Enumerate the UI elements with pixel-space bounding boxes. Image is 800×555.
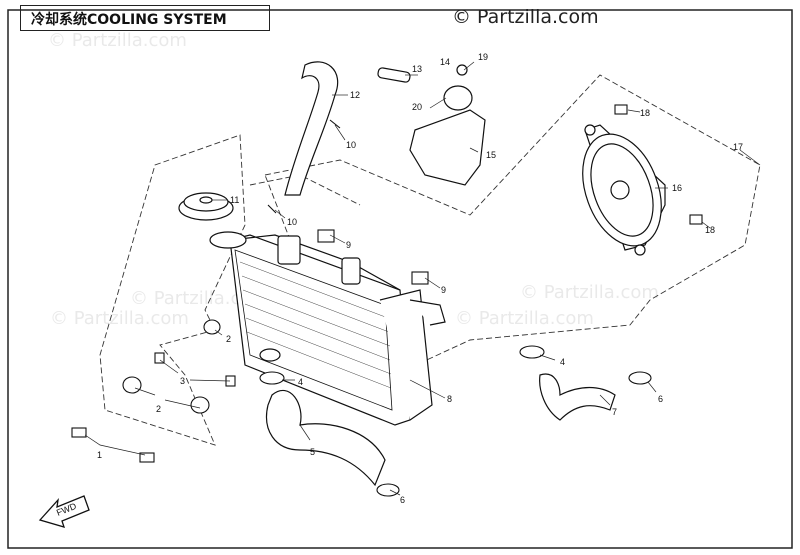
callout-5: 5 [310, 447, 315, 457]
callout-7: 7 [612, 407, 617, 417]
callout-6b: 6 [658, 394, 663, 404]
lower-hose [266, 389, 386, 487]
callout-2: 2 [226, 334, 231, 344]
leader-lines [84, 61, 761, 496]
radiator-side-tank [229, 234, 411, 426]
callout-20: 20 [412, 102, 422, 112]
partzilla-watermark-faded: © Partzilla.com [48, 30, 187, 51]
callout-18: 18 [640, 108, 650, 118]
partzilla-watermark-faded: © Partzilla.com [520, 282, 659, 303]
radiator-upper-outlet [409, 299, 446, 326]
partzilla-watermark-main: © Partzilla.com [452, 6, 599, 28]
radiator-lower-outlet [259, 348, 281, 362]
callout-12: 12 [350, 90, 360, 100]
callout-10: 10 [346, 140, 356, 150]
callout-1: 1 [97, 450, 102, 460]
callout-8: 8 [447, 394, 452, 404]
coolant-reservoir [377, 64, 486, 186]
callout-4: 4 [298, 377, 303, 387]
callout-15: 15 [486, 150, 496, 160]
callout-9: 9 [346, 240, 351, 250]
callout-17: 17 [733, 142, 743, 152]
callout-14: 14 [440, 57, 450, 67]
callout-13: 13 [412, 64, 422, 74]
clamp-4b [519, 345, 545, 359]
grommet-2b [122, 376, 142, 394]
upper-hose [284, 61, 339, 196]
diagram-title: 冷却系统COOLING SYSTEM [31, 12, 227, 28]
callout-numbers: 1 2 2 3 4 4 5 6 6 7 8 9 9 10 10 11 12 13… [97, 52, 743, 505]
radiator [209, 231, 446, 426]
callout-11: 11 [230, 195, 239, 205]
bolt-18 [614, 104, 628, 115]
callout-19: 19 [478, 52, 488, 62]
bracket-9b [411, 271, 429, 285]
clip-10 [267, 119, 341, 214]
radiator-cap [178, 192, 234, 221]
bolt-1 [71, 427, 87, 438]
clamp-6b [628, 371, 652, 385]
radiator-bracket-right [341, 257, 361, 285]
grommet-2c [190, 396, 210, 414]
fan-assembly [582, 124, 666, 256]
partzilla-watermark-faded: © Partzilla.com [50, 308, 189, 329]
callout-3: 3 [180, 376, 185, 386]
callout-6: 6 [400, 495, 405, 505]
partzilla-watermark-faded: © Partzilla.com [130, 288, 269, 309]
callout-10b: 10 [287, 217, 297, 227]
clamp-4 [259, 371, 285, 385]
callout-2b: 2 [156, 404, 161, 414]
callout-16: 16 [672, 183, 682, 193]
radiator-filler-neck [209, 231, 247, 249]
collar-3 [154, 352, 165, 364]
bracket-9 [317, 229, 335, 243]
bolt-1b [139, 452, 155, 463]
callout-9b: 9 [441, 285, 446, 295]
clamp-6 [376, 483, 400, 497]
fwd-arrow-icon: FWD [38, 495, 90, 528]
diagram-frame [7, 9, 793, 549]
callout-4b: 4 [560, 357, 565, 367]
mount-group-outline [99, 134, 246, 446]
callout-18b: 18 [705, 225, 715, 235]
partzilla-watermark-faded: © Partzilla.com [455, 308, 594, 329]
radiator-bracket-left [277, 235, 301, 265]
bolt-18b [689, 214, 703, 225]
elbow-hose [539, 373, 616, 421]
radiator-right-tank [379, 289, 433, 421]
